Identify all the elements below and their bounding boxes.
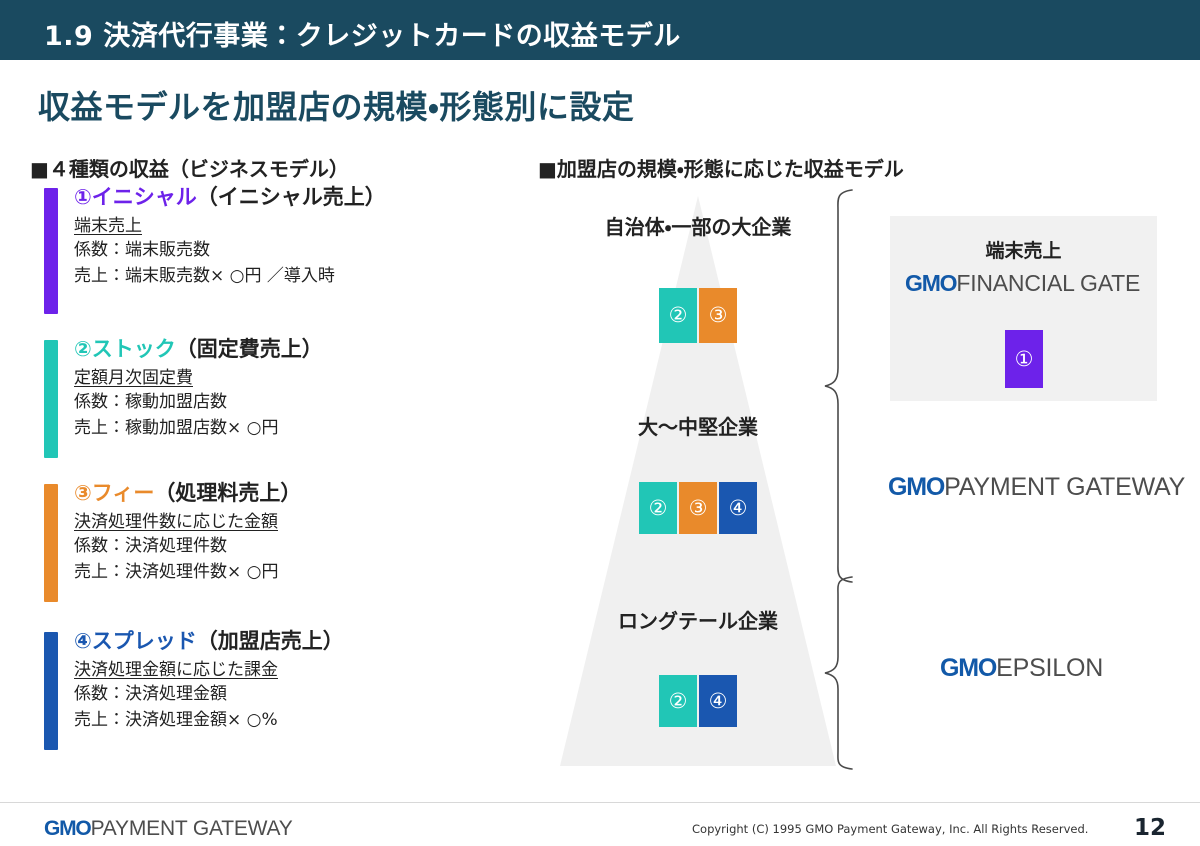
revenue-item-subtitle-paren: （加盟店売上） — [196, 629, 344, 653]
gmo-wordmark: GMO — [940, 654, 997, 682]
revenue-item-accent-bar — [44, 188, 58, 314]
revenue-item-subtitle-paren: （イニシャル売上） — [196, 185, 386, 209]
gmo-wordmark: GMO — [888, 473, 945, 501]
revenue-card-label: ② — [648, 495, 668, 520]
revenue-item-sales: 売上：決済処理件数× ○円 — [74, 561, 279, 582]
revenue-item-number: ④スプレッド — [74, 629, 197, 653]
revenue-item-sales: 売上：稼動加盟店数× ○円 — [74, 417, 279, 438]
revenue-item-coefficient: 係数：端末販売数 — [74, 240, 210, 261]
revenue-card-④: ④ — [719, 482, 757, 534]
revenue-item-body: ②ストック（固定費売上） 定額月次固定費係数：稼動加盟店数売上：稼動加盟店数× ○… — [74, 336, 494, 441]
revenue-card-label: ① — [1014, 346, 1034, 371]
slide-subtitle: 収益モデルを加盟店の規模・形態別に設定 — [38, 88, 635, 126]
revenue-item-description: 決済処理金額に応じた課金 — [74, 659, 278, 680]
revenue-card-label: ② — [668, 303, 688, 327]
terminal-sales-panel: 端末売上 ① — [890, 216, 1157, 401]
revenue-item-title: ②ストック（固定費売上） — [74, 336, 494, 364]
revenue-item-description: 決済処理件数に応じた金額 — [74, 511, 278, 532]
brace-payment-gateway — [822, 188, 858, 584]
revenue-card-③: ③ — [679, 482, 717, 534]
revenue-item-number: ②ストック — [74, 337, 176, 361]
revenue-item-sales: 売上：端末販売数× ○円 ／導入時 — [74, 265, 335, 286]
revenue-item-title: ④スプレッド（加盟店売上） — [74, 628, 494, 656]
pyramid-tier-label: 自治体・一部の大企業 — [604, 215, 792, 239]
revenue-item-body: ①イニシャル（イニシャル売上） 端末売上係数：端末販売数売上：端末販売数× ○円 … — [74, 184, 494, 289]
revenue-card-②: ② — [639, 482, 677, 534]
revenue-card-label: ② — [668, 688, 688, 713]
gmo-payment-gateway-logo: GMOPAYMENT GATEWAY — [888, 474, 1185, 500]
revenue-card-②: ② — [659, 288, 697, 343]
revenue-item-number: ③フィー — [74, 481, 155, 505]
gmo-financial-gate-logo: GMOFINANCIAL GATE — [905, 272, 1140, 296]
revenue-item-sales: 売上：決済処理金額× ○% — [74, 709, 278, 730]
revenue-card-1: ① — [1005, 330, 1043, 388]
brand-name: PAYMENT GATEWAY — [944, 473, 1186, 501]
revenue-item-description: 端末売上 — [74, 215, 142, 236]
page-title: 1.9 決済代行事業：クレジットカードの収益モデル — [44, 21, 681, 52]
footer-gmo-logo: GMOPAYMENT GATEWAY — [44, 818, 293, 839]
revenue-item-title: ①イニシャル（イニシャル売上） — [74, 184, 494, 212]
revenue-item-number: ①イニシャル — [74, 185, 197, 209]
revenue-card-label: ③ — [708, 303, 728, 327]
revenue-item-description: 定額月次固定費 — [74, 367, 193, 388]
pyramid-tier-label: ロングテール企業 — [618, 609, 778, 633]
left-section-heading: ■４種類の収益（ビジネスモデル） — [30, 157, 349, 181]
revenue-card-label: ③ — [688, 495, 708, 520]
page-number: 12 — [1133, 815, 1166, 841]
revenue-item-accent-bar — [44, 484, 58, 602]
revenue-item-body: ③フィー（処理料売上） 決済処理件数に応じた金額係数：決済処理件数売上：決済処理件… — [74, 480, 494, 585]
brand-name: EPSILON — [996, 654, 1104, 682]
panel-title: 端末売上 — [985, 240, 1062, 262]
revenue-item-title: ③フィー（処理料売上） — [74, 480, 494, 508]
revenue-item-accent-bar — [44, 340, 58, 458]
gmo-wordmark: GMO — [905, 270, 958, 296]
pyramid-tier-label: 大〜中堅企業 — [638, 415, 758, 439]
revenue-item-subtitle-paren: （固定費売上） — [175, 337, 323, 361]
revenue-card-④: ④ — [699, 675, 737, 727]
revenue-card-label: ④ — [708, 688, 728, 713]
brand-name: FINANCIAL GATE — [956, 270, 1141, 296]
merchant-pyramid — [548, 196, 848, 770]
footer-divider — [0, 802, 1200, 803]
revenue-item-subtitle-paren: （処理料売上） — [154, 481, 302, 505]
gmo-epsilon-logo: GMOEPSILON — [940, 655, 1103, 681]
brace-epsilon — [822, 575, 858, 773]
revenue-item-accent-bar — [44, 632, 58, 750]
right-section-heading: ■加盟店の規模・形態に応じた収益モデル — [538, 157, 904, 181]
revenue-item-coefficient: 係数：稼動加盟店数 — [74, 392, 227, 413]
revenue-item-coefficient: 係数：決済処理件数 — [74, 536, 227, 557]
revenue-item-coefficient: 係数：決済処理金額 — [74, 684, 227, 705]
header-bar — [0, 0, 1200, 60]
revenue-card-③: ③ — [699, 288, 737, 343]
revenue-card-label: ④ — [728, 495, 748, 520]
brand-name: PAYMENT GATEWAY — [90, 817, 293, 840]
gmo-wordmark: GMO — [44, 817, 92, 840]
revenue-card-②: ② — [659, 675, 697, 727]
copyright-text: Copyright (C) 1995 GMO Payment Gateway, … — [692, 822, 1089, 836]
revenue-item-body: ④スプレッド（加盟店売上） 決済処理金額に応じた課金係数：決済処理金額売上：決済処… — [74, 628, 494, 733]
